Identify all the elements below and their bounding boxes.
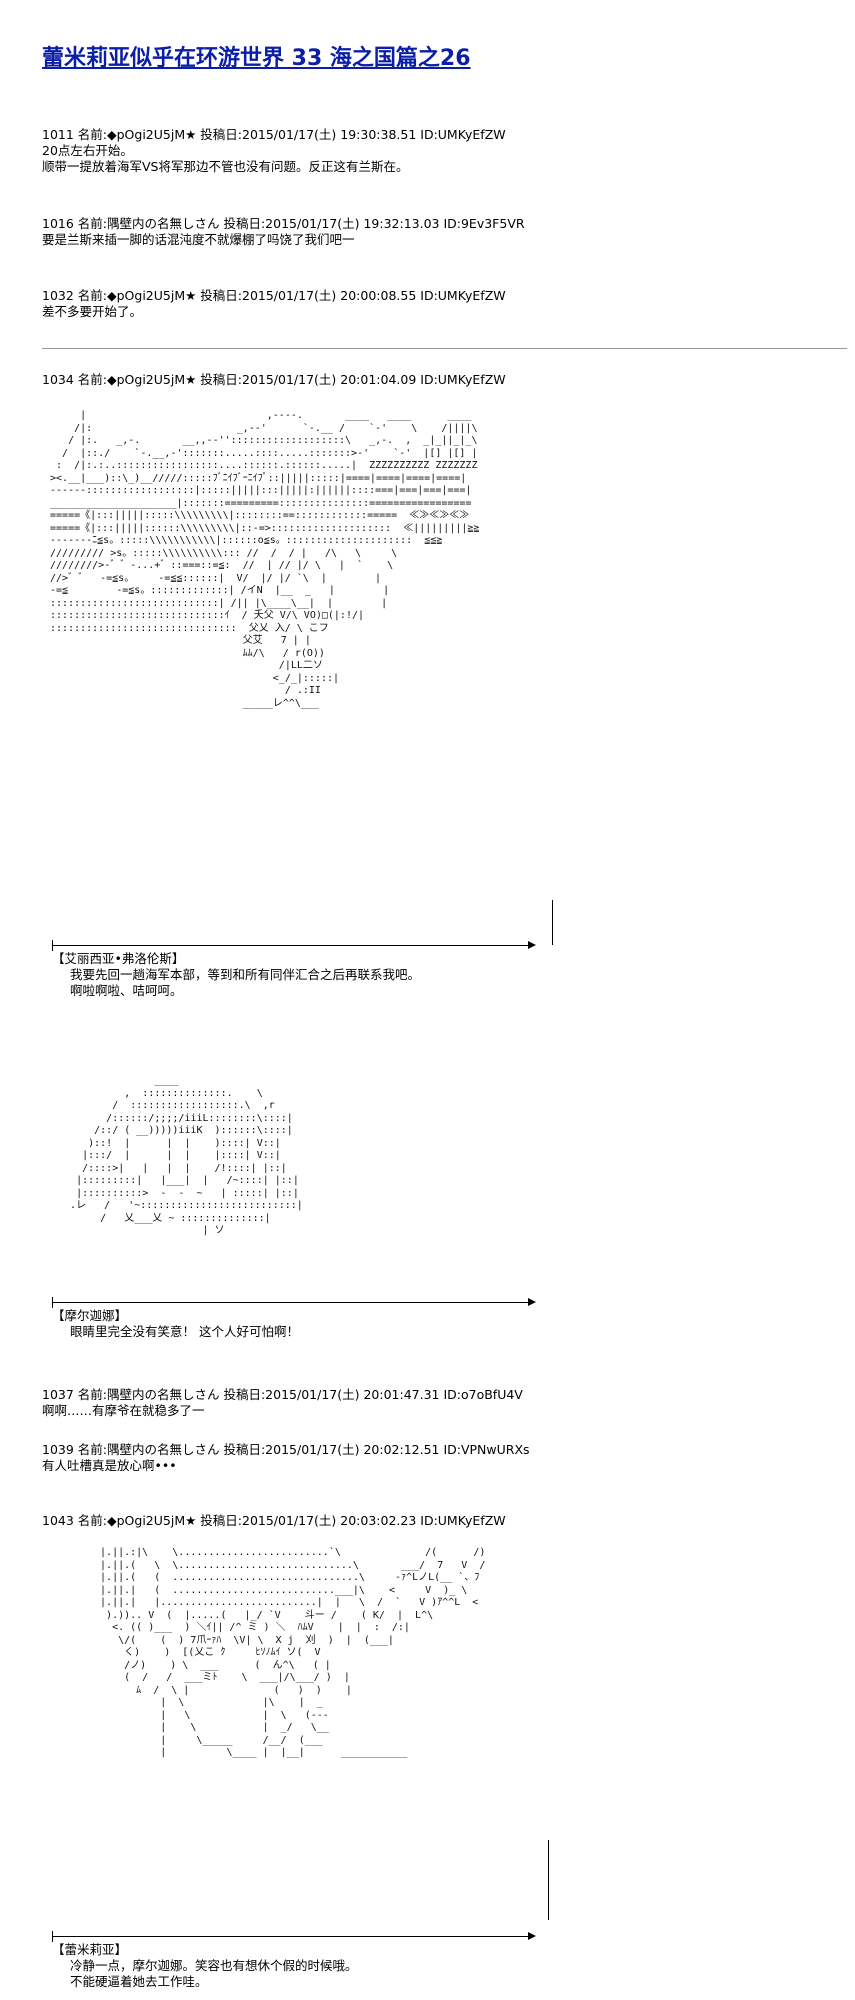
dialogue-line: 眼睛里完全没有笑意！ 这个人好可怕啊！	[70, 1324, 299, 1339]
panel-border	[552, 900, 553, 945]
dialogue-rule-arrow	[528, 1298, 536, 1306]
separator	[42, 348, 847, 349]
post-line: 要是兰斯来插一脚的话混沌度不就爆棚了吗饶了我们吧一	[42, 232, 355, 247]
dialogue-line: 不能硬逼着她去工作哇。	[70, 1974, 208, 1989]
post-header: 1011 名前:◆pOgi2U5jM★ 投稿日:2015/01/17(土) 19…	[42, 127, 506, 142]
dialogue-box: 【蕾米莉亚】 冷静一点，摩尔迦娜。笑容也有想休个假的时候哦。 不能硬逼着她去工作…	[52, 1931, 542, 1998]
post-line: 20点左右开始。	[42, 143, 133, 158]
post-1032: 1032 名前:◆pOgi2U5jM★ 投稿日:2015/01/17(土) 20…	[42, 288, 506, 320]
post-line: 啊啊……有摩爷在就稳多了一	[42, 1403, 205, 1418]
dialogue-line: 冷静一点，摩尔迦娜。笑容也有想休个假的时候哦。	[70, 1958, 358, 1973]
post-1039: 1039 名前:隅壁内の名無しさん 投稿日:2015/01/17(土) 20:0…	[42, 1442, 530, 1474]
dialogue-rule-start	[52, 1297, 53, 1308]
post-1011: 1011 名前:◆pOgi2U5jM★ 投稿日:2015/01/17(土) 19…	[42, 127, 506, 175]
dialogue-rule-arrow	[528, 1932, 536, 1940]
post-header: 1034 名前:◆pOgi2U5jM★ 投稿日:2015/01/17(土) 20…	[42, 372, 506, 387]
post-1037: 1037 名前:隅壁内の名無しさん 投稿日:2015/01/17(土) 20:0…	[42, 1387, 523, 1419]
post-1034: 1034 名前:◆pOgi2U5jM★ 投稿日:2015/01/17(土) 20…	[42, 372, 506, 388]
page-title[interactable]: 蕾米莉亚似乎在环游世界 33 海之国篇之26	[42, 46, 471, 71]
ascii-art-characters: |.||.:|\ \.........................`\ /(…	[100, 1547, 486, 1758]
ascii-art-harbor-scene: | ,----. ____ ____ ____ /|: _,--' `-.__ …	[50, 410, 480, 709]
post-body: 差不多要开始了。	[42, 304, 506, 320]
dialogue-lines: 眼睛里完全没有笑意！ 这个人好可怕啊！	[70, 1324, 299, 1340]
dialogue-rule	[52, 945, 530, 946]
ascii-art-morgiana: ____ , ::::::::::::::. \ / :::::::::::::…	[70, 1075, 303, 1236]
post-body: 有人吐槽真是放心啊•••	[42, 1458, 530, 1474]
dialogue-box: 【艾丽西亚•弗洛伦斯】 我要先回一趟海军本部，等到和所有同伴汇合之后再联系我吧。…	[52, 940, 542, 1005]
post-1016: 1016 名前:隅壁内の名無しさん 投稿日:2015/01/17(土) 19:3…	[42, 216, 525, 248]
post-header: 1016 名前:隅壁内の名無しさん 投稿日:2015/01/17(土) 19:3…	[42, 216, 525, 231]
post-header: 1032 名前:◆pOgi2U5jM★ 投稿日:2015/01/17(土) 20…	[42, 288, 506, 303]
speaker-name: 【艾丽西亚•弗洛伦斯】	[52, 951, 185, 966]
dialogue-rule	[52, 1936, 530, 1937]
post-line: 有人吐槽真是放心啊•••	[42, 1458, 177, 1473]
dialogue-line: 我要先回一趟海军本部，等到和所有同伴汇合之后再联系我吧。	[70, 967, 421, 982]
post-line: 顺带一提放着海军VS将军那边不管也没有问题。反正这有兰斯在。	[42, 159, 409, 174]
panel-border	[548, 1840, 549, 1920]
post-1043: 1043 名前:◆pOgi2U5jM★ 投稿日:2015/01/17(土) 20…	[42, 1513, 506, 1529]
speaker-name: 【蕾米莉亚】	[52, 1942, 128, 1957]
post-header: 1037 名前:隅壁内の名無しさん 投稿日:2015/01/17(土) 20:0…	[42, 1387, 523, 1402]
post-line: 差不多要开始了。	[42, 304, 143, 319]
post-header: 1039 名前:隅壁内の名無しさん 投稿日:2015/01/17(土) 20:0…	[42, 1442, 530, 1457]
dialogue-lines: 我要先回一趟海军本部，等到和所有同伴汇合之后再联系我吧。 啊啦啊啦、咭呵呵。	[70, 967, 420, 999]
post-body: 要是兰斯来插一脚的话混沌度不就爆棚了吗饶了我们吧一	[42, 232, 525, 248]
dialogue-lines: 冷静一点，摩尔迦娜。笑容也有想休个假的时候哦。 不能硬逼着她去工作哇。	[70, 1958, 358, 1990]
post-body: 啊啊……有摩爷在就稳多了一	[42, 1403, 523, 1419]
dialogue-rule-start	[52, 1931, 53, 1942]
dialogue-box: 【摩尔迦娜】 眼睛里完全没有笑意！ 这个人好可怕啊！	[52, 1297, 542, 1350]
dialogue-rule-start	[52, 940, 53, 951]
post-body: 20点左右开始。 顺带一提放着海军VS将军那边不管也没有问题。反正这有兰斯在。	[42, 143, 506, 175]
dialogue-rule	[52, 1302, 530, 1303]
dialogue-line: 啊啦啊啦、咭呵呵。	[70, 983, 183, 998]
dialogue-rule-arrow	[528, 941, 536, 949]
post-header: 1043 名前:◆pOgi2U5jM★ 投稿日:2015/01/17(土) 20…	[42, 1513, 506, 1528]
speaker-name: 【摩尔迦娜】	[52, 1308, 128, 1323]
